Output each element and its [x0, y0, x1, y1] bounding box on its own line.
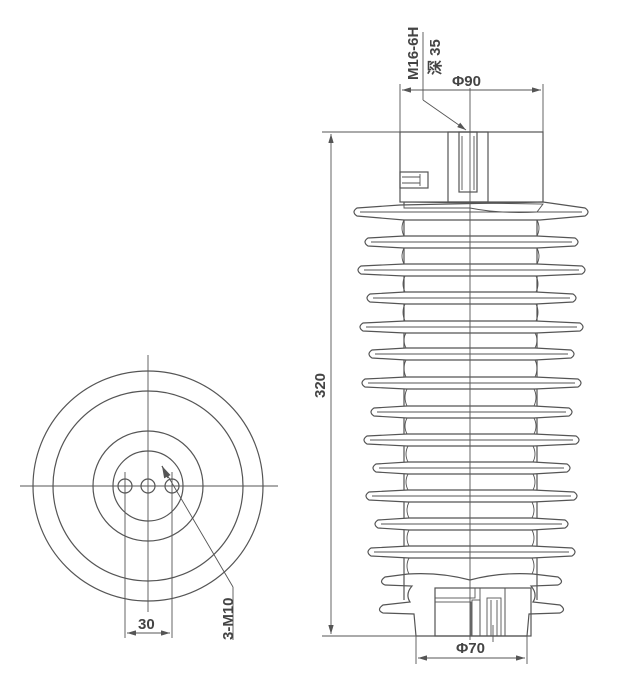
bottom-diameter-label: Φ70	[456, 640, 485, 657]
sheds	[353, 201, 589, 575]
hole-spec-label: 3-M10	[220, 597, 237, 640]
side-view: 320 Φ90 M16-6H 深 35 Φ70	[312, 27, 589, 664]
top-diameter-dimension: Φ90	[399, 73, 544, 132]
top-diameter-label: Φ90	[452, 73, 481, 90]
bottom-view: 30 3-M10	[20, 355, 278, 640]
height-label: 320	[312, 373, 329, 398]
height-dimension: 320	[312, 131, 416, 637]
thread-callout: M16-6H 深 35	[405, 27, 467, 131]
hole-spacing-label: 30	[138, 616, 155, 633]
top-fitting	[399, 131, 544, 203]
bolt-hole	[140, 478, 156, 494]
thread-depth-label: 深 35	[426, 39, 444, 75]
bottom-diameter-dimension: Φ70	[415, 636, 528, 664]
insulator-core	[403, 202, 538, 600]
bottom-fitting	[378, 573, 565, 637]
thread-spec-label: M16-6H	[405, 27, 422, 80]
